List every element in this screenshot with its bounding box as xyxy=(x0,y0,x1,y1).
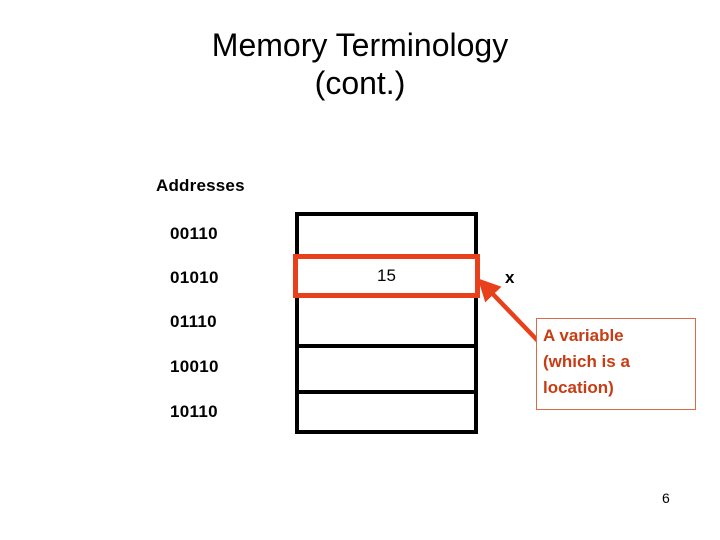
memory-cell xyxy=(299,300,474,344)
memory-cell xyxy=(299,390,474,434)
callout-arrow-icon xyxy=(477,278,540,343)
page-number: 6 xyxy=(662,490,670,506)
callout-box: A variable (which is a location) xyxy=(536,318,696,410)
address-label: 01110 xyxy=(170,312,217,331)
memory-cell xyxy=(299,212,474,256)
page-title: Memory Terminology (cont.) xyxy=(211,27,509,101)
memory-grid xyxy=(295,212,478,434)
address-label: 00110 xyxy=(170,224,218,243)
address-label: 10110 xyxy=(170,402,218,421)
address-label: 10010 xyxy=(170,357,219,376)
highlighted-memory-cell: 15 xyxy=(293,254,480,298)
address-label: 01010 xyxy=(170,268,219,287)
memory-cell-value: 15 xyxy=(377,266,396,285)
addresses-header-label: Addresses xyxy=(156,176,245,195)
variable-name-label: x xyxy=(505,268,515,287)
memory-cell xyxy=(299,344,474,390)
address-label-column: 00110 01010 01110 10010 10110 xyxy=(170,212,280,434)
